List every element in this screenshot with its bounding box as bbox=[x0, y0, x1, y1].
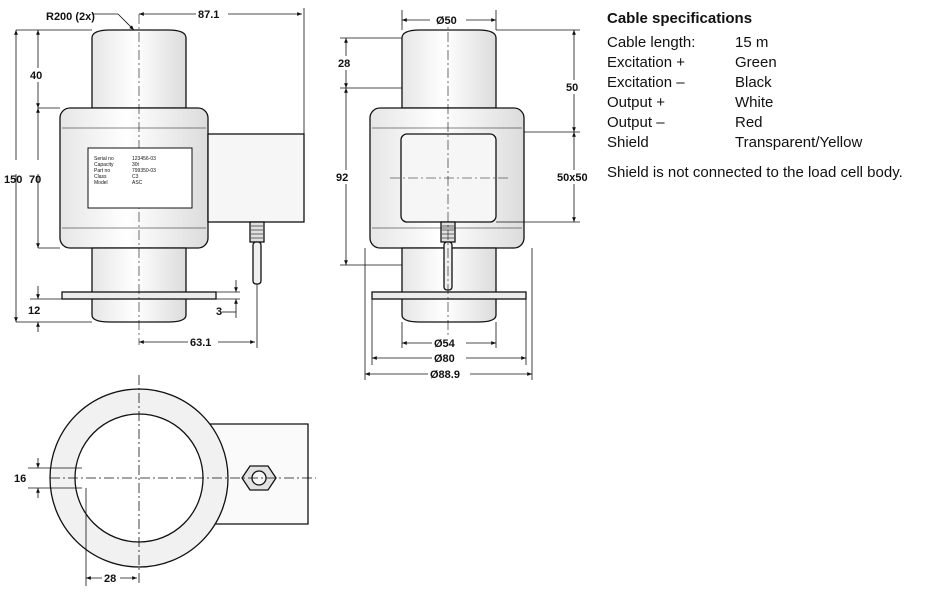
dim-height-150: 150 bbox=[4, 174, 22, 186]
dim-height-3: 3 bbox=[216, 306, 222, 318]
dim-height-12: 12 bbox=[28, 305, 40, 317]
side-top-cylinder bbox=[401, 29, 497, 109]
spec-value: Transparent/Yellow bbox=[735, 134, 863, 151]
plate-label-3: Part no bbox=[94, 168, 110, 174]
table-row: Output + White bbox=[607, 93, 862, 113]
spec-value: Black bbox=[735, 74, 772, 91]
dim-width-87: 87.1 bbox=[198, 9, 219, 21]
plate-label-4: Class bbox=[94, 174, 107, 180]
front-view bbox=[59, 29, 305, 323]
plate-value-2: 30t bbox=[132, 162, 140, 168]
table-row: Cable length: 15 m bbox=[607, 33, 862, 53]
plate-value-3: 799350-03 bbox=[132, 168, 156, 174]
spec-key: Excitation + bbox=[607, 54, 685, 71]
plate-label-1: Serial no bbox=[94, 156, 114, 162]
front-cable bbox=[252, 241, 262, 285]
plate-value-1: 123456-03 bbox=[132, 156, 156, 162]
spec-value: Red bbox=[735, 114, 763, 131]
plate-label-5: Model bbox=[94, 180, 108, 186]
dim-height-92: 92 bbox=[336, 172, 348, 184]
front-nameplate: Serial no 123456-03 Capacity 30t Part no… bbox=[87, 147, 193, 209]
specs-title: Cable specifications bbox=[607, 10, 753, 27]
front-cable-gland bbox=[249, 221, 265, 243]
table-row: Excitation – Black bbox=[607, 73, 862, 93]
spec-key: Excitation – bbox=[607, 74, 685, 91]
table-row: Excitation + Green bbox=[607, 53, 862, 73]
spec-key: Cable length: bbox=[607, 34, 696, 51]
dim-diameter-80: Ø80 bbox=[434, 353, 455, 365]
spec-key: Output + bbox=[607, 94, 665, 111]
dim-diameter-88: Ø88.9 bbox=[430, 369, 460, 381]
spec-value: White bbox=[735, 94, 774, 111]
front-connector-box bbox=[207, 133, 305, 223]
dim-width-63: 63.1 bbox=[190, 337, 211, 349]
dim-height-70: 70 bbox=[29, 174, 41, 186]
spec-key: Shield bbox=[607, 134, 649, 151]
dim-radius-label: R200 (2x) bbox=[46, 11, 95, 23]
spec-value: Green bbox=[735, 54, 777, 71]
table-row: Shield Transparent/Yellow bbox=[607, 133, 862, 153]
dim-slot-28: 28 bbox=[104, 573, 116, 585]
dim-diameter-54: Ø54 bbox=[434, 338, 456, 350]
plate-label-2: Capacity bbox=[94, 162, 114, 168]
table-row: Output – Red bbox=[607, 113, 862, 133]
dim-square-50x50: 50x50 bbox=[557, 172, 588, 184]
technical-drawing: Serial no 123456-03 Capacity 30t Part no… bbox=[4, 8, 588, 586]
cable-specifications: Cable specifications Cable length: 15 m … bbox=[607, 10, 935, 183]
shield-note: Shield is not connected to the load cell… bbox=[607, 164, 903, 181]
dim-height-40: 40 bbox=[30, 70, 42, 82]
dim-diameter-50: Ø50 bbox=[436, 15, 457, 27]
specs-table: Cable length: 15 m Excitation + Green Ex… bbox=[607, 33, 862, 153]
plate-value-5: ASC bbox=[132, 180, 143, 186]
dim-height-50: 50 bbox=[566, 82, 578, 94]
spec-key: Output – bbox=[607, 114, 665, 131]
dim-slot-16: 16 bbox=[14, 473, 26, 485]
plate-value-4: C3 bbox=[132, 174, 139, 180]
side-base-plate bbox=[371, 291, 527, 300]
dim-height-28: 28 bbox=[338, 58, 350, 70]
spec-value: 15 m bbox=[735, 34, 769, 51]
